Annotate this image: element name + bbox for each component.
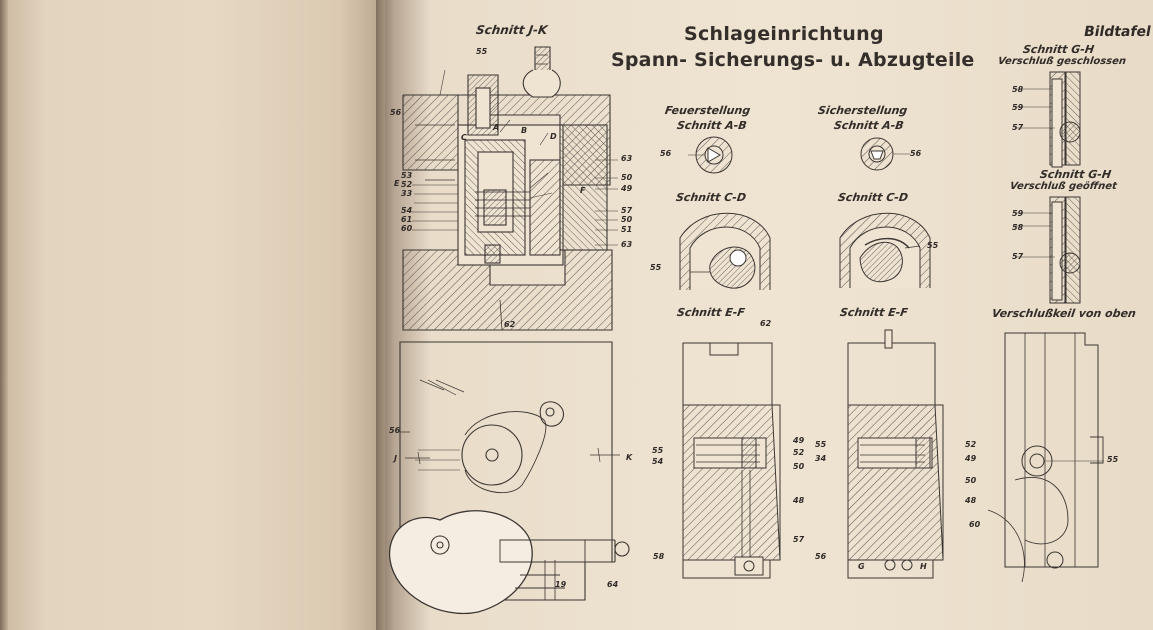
part-49b-label: 49 — [793, 436, 805, 445]
section-jk-drawing — [402, 46, 618, 331]
letter-j-label: J — [394, 454, 397, 463]
part-57d-label: 57 — [793, 535, 805, 544]
lower-left-view — [388, 341, 630, 615]
part-60-label: 60 — [401, 224, 413, 233]
sicherstellung-section — [860, 137, 910, 171]
part-50-label: 50 — [621, 173, 633, 182]
part-34b-label: 34 — [815, 454, 827, 463]
wedge-top-view-drawing — [987, 332, 1104, 583]
book-spine-shadow — [376, 0, 394, 630]
part-61-label: 61 — [401, 215, 413, 224]
part-62b-label: 62 — [760, 319, 772, 328]
safe-position-label: Sicherstellung — [817, 104, 909, 117]
letter-k-label: K — [626, 453, 633, 462]
part-63-label: 63 — [621, 154, 633, 163]
safe-section-label: Schnitt A-B — [833, 119, 905, 132]
part-62-label: 62 — [504, 320, 516, 329]
section-ef-right-label: Schnitt E-F — [839, 306, 909, 319]
section-ef-right — [847, 329, 944, 579]
letter-g-label: G — [858, 562, 865, 571]
main-title: Schlageinrichtung — [684, 23, 884, 45]
part-58c-label: 58 — [653, 552, 665, 561]
section-cd-left — [679, 212, 771, 290]
technical-drawing-plate — [388, 46, 1104, 615]
part-58-label: 58 — [1012, 85, 1024, 94]
part-52c-label: 52 — [965, 440, 977, 449]
part-59b-label: 59 — [1012, 209, 1024, 218]
part-58b-label: 58 — [1012, 223, 1024, 232]
letter-f-label: F — [580, 186, 586, 195]
section-ef-left — [682, 342, 781, 579]
part-33-label: 33 — [401, 189, 413, 198]
gh-closed-title: Schnitt G-H — [1022, 43, 1095, 56]
plate-label: Bildtafel 9 — [1082, 24, 1153, 40]
wedge-top-view-label: Verschlußkeil von oben — [991, 307, 1137, 320]
subtitle: Spann- Sicherungs- u. Abzugteile — [611, 49, 975, 71]
part-57-label: 57 — [621, 206, 633, 215]
letter-h-label: H — [920, 562, 927, 571]
gh-open-title: Schnitt G-H — [1039, 168, 1112, 181]
section-ef-left-label: Schnitt E-F — [676, 306, 746, 319]
part-53-label: 53 — [401, 171, 413, 180]
section-gh-closed — [1015, 71, 1081, 168]
section-jk-label: Schnitt J-K — [475, 23, 549, 37]
letter-c-label: C — [461, 133, 467, 142]
section-cd-left-label: Schnitt C-D — [675, 191, 747, 204]
part-50c-label: 50 — [793, 462, 805, 471]
fire-position-label: Feuerstellung — [664, 104, 752, 117]
part-50b-label: 50 — [621, 215, 633, 224]
gh-closed-subtitle: Verschluß geschlossen — [997, 56, 1127, 67]
letter-e-label: E — [394, 179, 400, 188]
letter-a-label: A — [493, 123, 500, 132]
part-54-label: 54 — [401, 206, 413, 215]
part-57b-label: 57 — [1012, 123, 1024, 132]
part-56d-label: 56 — [815, 552, 827, 561]
part-55f-label: 55 — [1107, 455, 1119, 464]
part-55-label: 55 — [476, 47, 488, 56]
feuerstellung-section — [688, 136, 733, 174]
part-54b-label: 54 — [652, 457, 664, 466]
gh-open-subtitle: Verschluß geöffnet — [1009, 181, 1118, 192]
part-48-label: 48 — [793, 496, 805, 505]
part-55d-label: 55 — [652, 446, 664, 455]
part-55b-label: 55 — [650, 263, 662, 272]
section-cd-right — [839, 212, 931, 288]
part-56c-label: 56 — [910, 149, 922, 158]
fire-section-label: Schnitt A-B — [676, 119, 748, 132]
book-edge — [0, 0, 8, 630]
part-49c-label: 49 — [965, 454, 977, 463]
part-64-label: 64 — [607, 580, 619, 589]
part-56-label: 56 — [390, 108, 402, 117]
section-gh-open — [1015, 196, 1081, 304]
part-49-label: 49 — [621, 184, 633, 193]
section-cd-right-label: Schnitt C-D — [837, 191, 909, 204]
part-55c-label: 55 — [927, 241, 939, 250]
part-52b-label: 52 — [793, 448, 805, 457]
part-60b-label: 60 — [969, 520, 981, 529]
part-48b-label: 48 — [965, 496, 977, 505]
part-56e-label: 56 — [389, 426, 401, 435]
part-63b-label: 63 — [621, 240, 633, 249]
part-51-label: 51 — [621, 225, 633, 234]
part-50d-label: 50 — [965, 476, 977, 485]
part-57c-label: 57 — [1012, 252, 1024, 261]
part-59-label: 59 — [1012, 103, 1024, 112]
letter-b-label: B — [521, 126, 528, 135]
part-52-label: 52 — [401, 180, 413, 189]
part-56b-label: 56 — [660, 149, 672, 158]
part-55e-label: 55 — [815, 440, 827, 449]
left-blank-page — [0, 0, 385, 630]
letter-d-label: D — [550, 132, 557, 141]
part-19-label: 19 — [555, 580, 567, 589]
